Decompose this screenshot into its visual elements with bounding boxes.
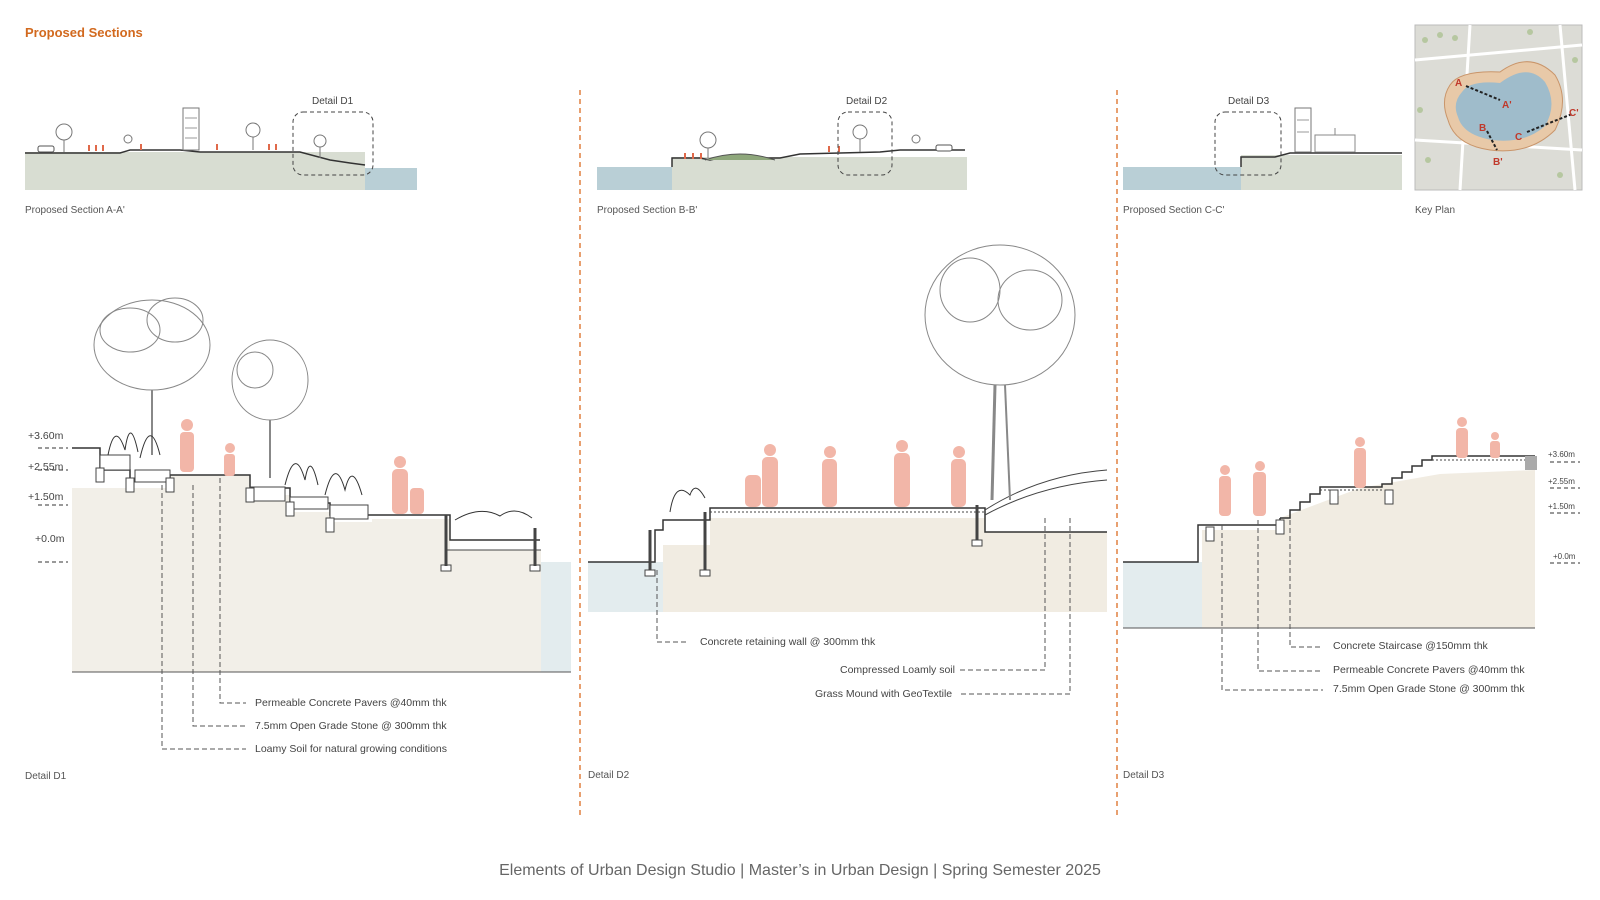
d1-label-stone: 7.5mm Open Grade Stone @ 300mm thk — [255, 720, 447, 732]
d2-label-mound: Grass Mound with GeoTextile — [815, 688, 953, 700]
detail-d3-caption: Detail D3 — [1123, 770, 1165, 781]
detail-d1-drawing — [38, 297, 571, 750]
page-title: Proposed Sections — [25, 25, 143, 40]
detail-d3-drawing — [1123, 417, 1580, 691]
key-marker-b-prime: B' — [1493, 157, 1503, 168]
key-plan-caption: Key Plan — [1415, 205, 1456, 216]
section-b-detail-tag: Detail D2 — [846, 96, 888, 107]
section-c-caption: Proposed Section C-C' — [1123, 205, 1225, 216]
footer-text: Elements of Urban Design Studio | Master… — [499, 862, 1101, 879]
d1-label-soil: Loamy Soil for natural growing condition… — [255, 743, 448, 755]
d3-label-staircase: Concrete Staircase @150mm thk — [1333, 640, 1488, 652]
d3-level-255: +2.55m — [1548, 477, 1575, 486]
detail-d2-drawing — [588, 244, 1108, 695]
key-marker-b: B — [1479, 123, 1486, 134]
d3-level-360: +3.60m — [1548, 450, 1575, 459]
d1-level-255: +2.55m — [28, 461, 64, 473]
section-a-detail-tag: Detail D1 — [312, 96, 354, 107]
d1-level-000: +0.0m — [35, 533, 65, 545]
d3-level-150: +1.50m — [1548, 502, 1575, 511]
d2-label-wall: Concrete retaining wall @ 300mm thk — [700, 636, 876, 648]
key-plan-map: A A' B B' C C' — [1414, 24, 1583, 191]
key-marker-a-prime: A' — [1502, 100, 1512, 111]
section-c-drawing — [1123, 107, 1402, 190]
d3-label-pavers: Permeable Concrete Pavers @40mm thk — [1333, 664, 1525, 676]
d1-label-pavers: Permeable Concrete Pavers @40mm thk — [255, 697, 447, 709]
d3-level-000: +0.0m — [1553, 552, 1576, 561]
detail-d1-caption: Detail D1 — [25, 771, 67, 782]
section-b-drawing — [597, 111, 967, 190]
d3-label-stone: 7.5mm Open Grade Stone @ 300mm thk — [1333, 683, 1525, 695]
d1-level-360: +3.60m — [28, 430, 64, 442]
key-marker-c: C — [1515, 132, 1522, 143]
d1-level-150: +1.50m — [28, 491, 64, 503]
d2-label-soil: Compressed Loamly soil — [840, 664, 955, 676]
key-marker-a: A — [1455, 78, 1462, 89]
section-c-detail-tag: Detail D3 — [1228, 96, 1270, 107]
section-a-drawing — [25, 107, 417, 190]
section-b-caption: Proposed Section B-B' — [597, 205, 698, 216]
section-a-caption: Proposed Section A-A' — [25, 205, 125, 216]
key-marker-c-prime: C' — [1569, 108, 1579, 119]
detail-d2-caption: Detail D2 — [588, 770, 630, 781]
